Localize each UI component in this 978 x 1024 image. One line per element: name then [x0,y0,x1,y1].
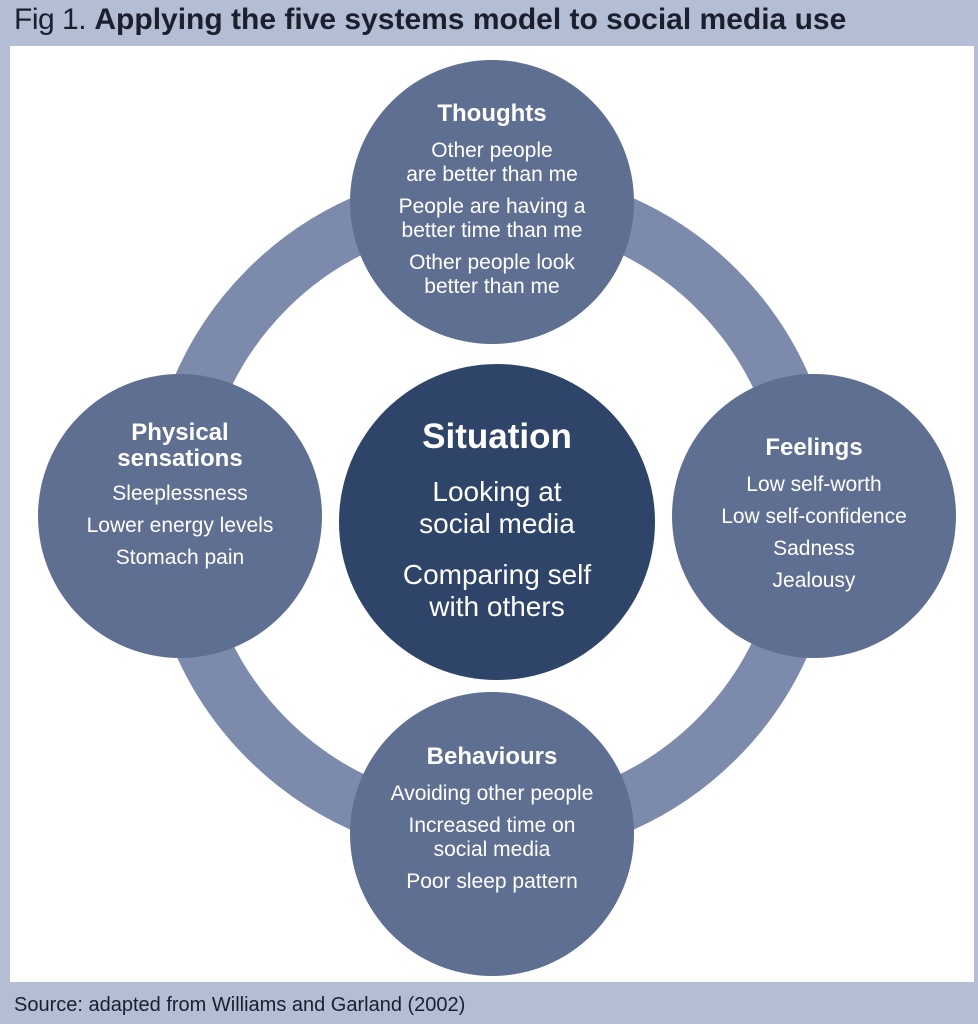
figure-number: Fig 1. [14,3,87,36]
feelings-item: Jealousy [772,569,856,592]
behaviours-item: Poor sleep pattern [406,870,578,893]
source-note: Source: adapted from Williams and Garlan… [14,994,466,1016]
situation-item: Looking at social media [419,475,575,539]
situation-node: Situation Looking at social media Compar… [339,364,655,680]
thoughts-item: Other people are better than me [406,139,578,186]
diagram-panel: Thoughts Other people are better than me… [10,46,974,982]
thoughts-item: People are having a better time than me [398,195,586,242]
physical-sensations-node: Physical sensations Sleeplessness Lower … [38,374,322,658]
thoughts-item: Other people look better than me [409,251,575,298]
physical-sensations-heading: Physical sensations [117,419,243,472]
situation-item: Comparing self with others [402,558,592,622]
physical-sensations-item: Stomach pain [115,546,245,569]
thoughts-heading: Thoughts [437,100,547,127]
thoughts-node: Thoughts Other people are better than me… [350,60,634,344]
feelings-heading: Feelings [765,434,863,461]
feelings-node: Feelings Low self-worth Low self-confide… [672,374,956,658]
feelings-item: Sadness [773,537,855,560]
behaviours-item: Increased time on social media [408,814,576,861]
feelings-item: Low self-confidence [721,505,907,528]
physical-sensations-item: Sleeplessness [112,482,248,505]
feelings-item: Low self-worth [746,473,882,496]
figure-title-text: Applying the five systems model to socia… [94,3,847,36]
behaviours-heading: Behaviours [426,743,558,770]
situation-heading: Situation [422,416,572,456]
figure-title: Fig 1. Applying the five systems model t… [14,0,846,40]
physical-sensations-item: Lower energy levels [86,514,274,537]
behaviours-node: Behaviours Avoiding other people Increas… [350,692,634,976]
behaviours-item: Avoiding other people [390,782,594,805]
